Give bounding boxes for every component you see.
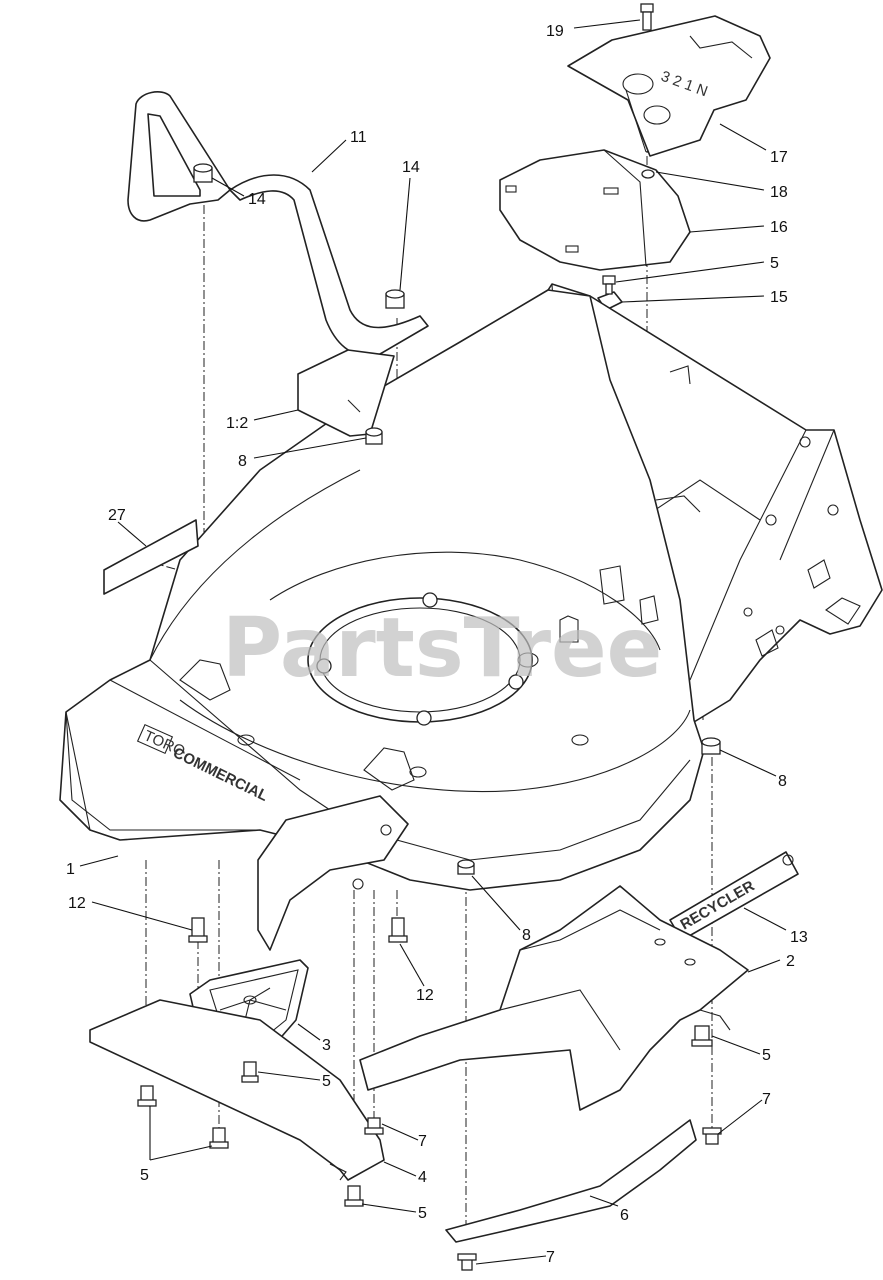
part-17-shift-plate: 3 2 1 N	[567, 15, 771, 157]
part-27-decal	[103, 519, 199, 595]
callout-7-right: 7	[762, 1091, 771, 1108]
part-5-screw-top	[602, 275, 616, 295]
leader-lines	[79, 19, 787, 1265]
part-5-bolt-left-a	[137, 1085, 157, 1107]
part-5-bolt-bottom	[344, 1185, 364, 1207]
callout-14-left: 14	[248, 191, 266, 208]
part-2-mulch-baffle	[359, 885, 749, 1111]
callout-4: 4	[418, 1169, 427, 1186]
part-1-mower-deck: TORO COMMERCIAL	[59, 289, 705, 951]
callout-8-right: 8	[778, 773, 787, 790]
part-16-shift-cover	[499, 149, 691, 271]
part-7-screw-center	[364, 1117, 384, 1135]
part-14-nut-right	[385, 289, 405, 309]
part-8-nut-upper	[365, 427, 383, 445]
part-19-bolt	[640, 3, 654, 31]
part-8-nut-right	[701, 737, 721, 755]
part-5-bolt-deflector	[241, 1061, 259, 1083]
callout-6: 6	[620, 1207, 629, 1224]
callout-3: 3	[322, 1037, 331, 1054]
part-7-screw-right	[702, 1127, 722, 1145]
callout-5-left: 5	[140, 1167, 149, 1184]
callout-8-upper: 8	[238, 453, 247, 470]
part-14-nut-left	[193, 163, 213, 183]
part-11-handle-bar	[127, 91, 429, 357]
recycler-decal-text: RECYCLER	[678, 877, 758, 933]
callout-15: 15	[770, 289, 788, 306]
callout-14-right: 14	[402, 159, 420, 176]
callout-13: 13	[790, 929, 808, 946]
callout-2: 2	[786, 953, 795, 970]
part-6-side-skirt	[445, 1119, 697, 1243]
callout-5-deflector: 5	[322, 1073, 331, 1090]
part-4-front-skirt	[89, 999, 385, 1181]
callout-5-right: 5	[762, 1047, 771, 1064]
callout-8-mid: 8	[522, 927, 531, 944]
callout-7-center: 7	[418, 1133, 427, 1150]
part-12-bolt-right	[388, 917, 408, 943]
watermark-text: PartsTree	[222, 601, 662, 696]
part-5-bolt-right	[691, 1025, 713, 1047]
callout-16: 16	[770, 219, 788, 236]
callout-18: 18	[770, 184, 788, 201]
callout-1: 1	[66, 861, 75, 878]
callout-12-left: 12	[68, 895, 86, 912]
callout-5-top: 5	[770, 255, 779, 272]
callout-labels: 19 17 18 16 11 14 14 5 15 1:2 8 27 8 1 1…	[66, 23, 808, 1266]
callout-17: 17	[770, 149, 788, 166]
part-7-screw-bottom	[457, 1253, 477, 1271]
part-12-bolt-left	[188, 917, 208, 943]
callout-11: 11	[350, 129, 367, 146]
part-8-nut-mid	[457, 859, 475, 875]
part-5-bolt-left-b	[209, 1127, 229, 1149]
callout-12-right: 12	[416, 987, 434, 1004]
callout-19: 19	[546, 23, 564, 40]
callout-5-bottom: 5	[418, 1205, 427, 1222]
callout-1-2: 1:2	[226, 415, 248, 432]
callout-27: 27	[108, 507, 126, 524]
callout-7-bottom: 7	[546, 1249, 555, 1266]
